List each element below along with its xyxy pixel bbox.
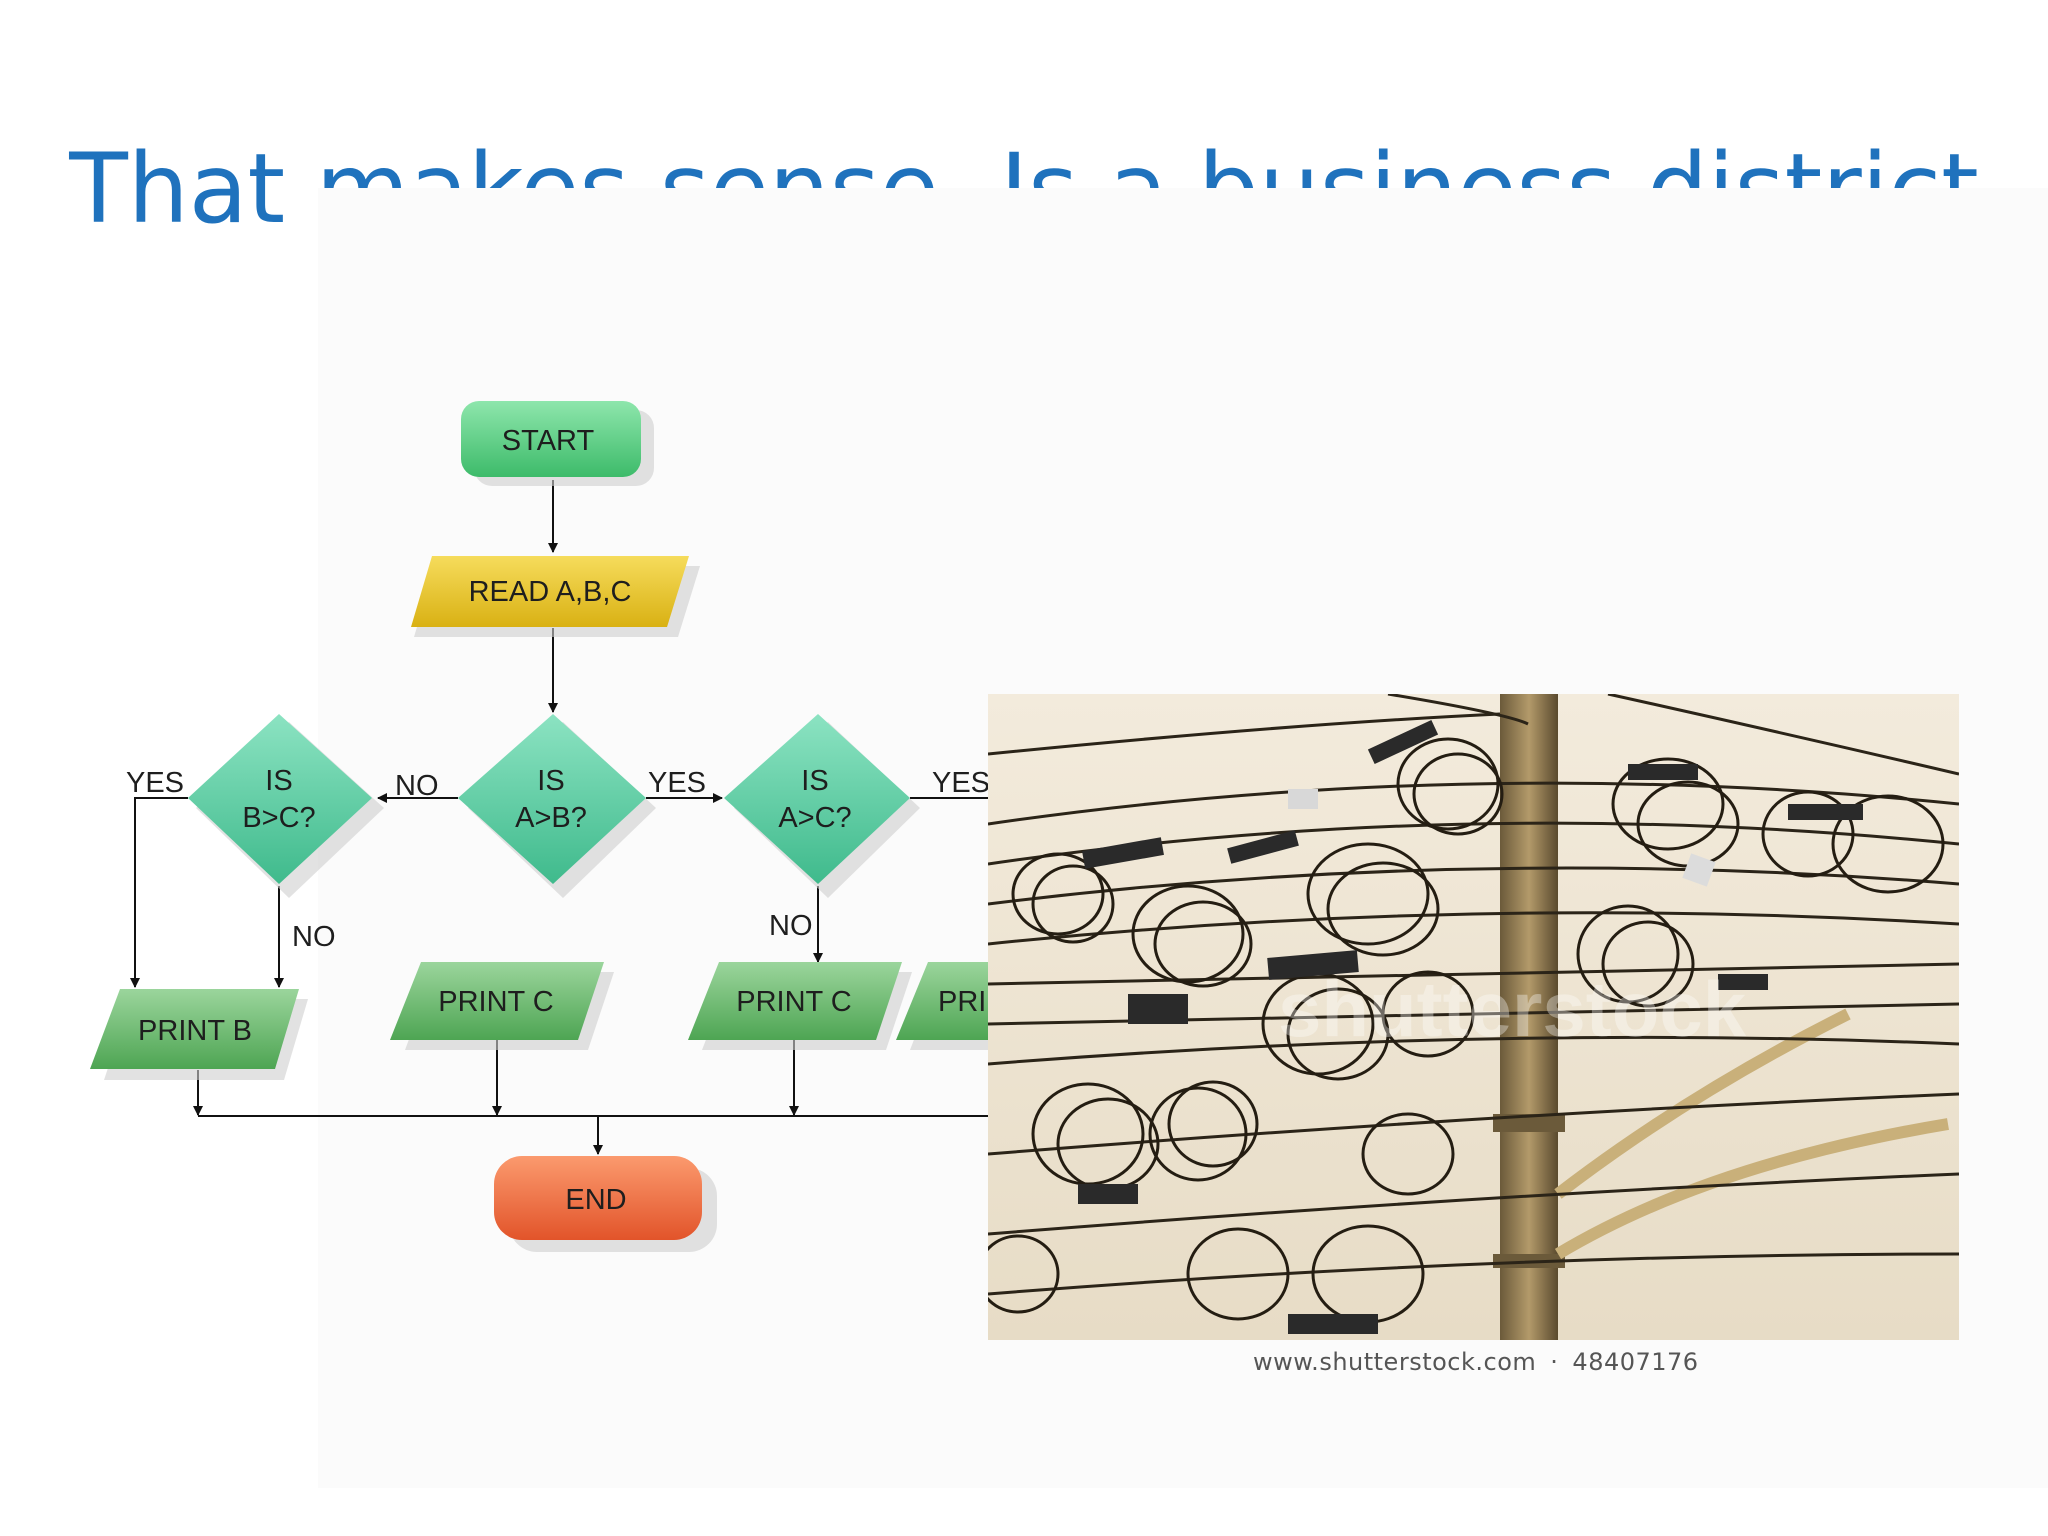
print-c-label-1: PRINT C	[438, 986, 553, 1018]
start-label: START	[502, 425, 595, 457]
caption-site: www.shutterstock.com	[1253, 1348, 1537, 1376]
decision-bc-line2: B>C?	[242, 802, 315, 834]
label-no-ab: NO	[395, 770, 439, 802]
print-node-partial: PRI	[896, 962, 1000, 1050]
decision-ab-line2: A>B?	[515, 802, 587, 834]
wires-illustration	[988, 694, 1959, 1340]
print-c-node-2: PRINT C	[688, 962, 912, 1050]
label-yes-ac: YES	[932, 767, 990, 799]
label-yes-bc: YES	[126, 767, 184, 799]
caption-separator: ·	[1550, 1348, 1559, 1376]
flow-connectors	[130, 480, 990, 1155]
print-b-node: PRINT B	[90, 989, 308, 1080]
start-node: START	[461, 401, 654, 486]
print-c-label-2: PRINT C	[736, 986, 851, 1018]
label-no-ac: NO	[769, 910, 813, 942]
end-label: END	[565, 1184, 626, 1216]
label-no-bc: NO	[292, 921, 336, 953]
decision-b-greater-c: IS B>C?	[188, 714, 384, 898]
photo-caption: www.shutterstock.com · 48407176	[1253, 1348, 1699, 1376]
print-partial-label: PRI	[938, 986, 986, 1018]
print-b-label: PRINT B	[138, 1015, 252, 1047]
caption-id: 48407176	[1572, 1348, 1699, 1376]
decision-ac-line2: A>C?	[778, 802, 851, 834]
decision-bc-line1: IS	[265, 765, 292, 797]
tangled-wires-photo: shutterstock	[988, 694, 1959, 1340]
end-node: END	[494, 1156, 717, 1252]
read-label: READ A,B,C	[469, 576, 632, 608]
watermark: shutterstock	[1278, 965, 1747, 1053]
decision-ac-line1: IS	[801, 765, 828, 797]
read-node: READ A,B,C	[411, 556, 700, 637]
decision-a-greater-b: IS A>B?	[458, 714, 656, 898]
print-c-node-1: PRINT C	[390, 962, 614, 1050]
label-yes-ab: YES	[648, 767, 706, 799]
decision-a-greater-c: IS A>C?	[724, 714, 920, 898]
decision-ab-line1: IS	[537, 765, 564, 797]
